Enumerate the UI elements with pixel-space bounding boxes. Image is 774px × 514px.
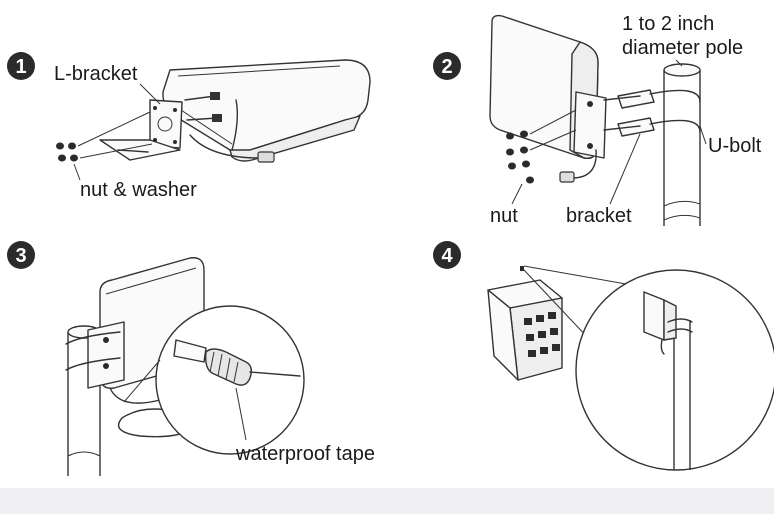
- step-2-badge: [433, 52, 461, 80]
- step-3-zoomed-connector: [173, 339, 301, 386]
- step-3-panel: 3 waterproof tape: [7, 241, 375, 476]
- step-2-pole-label-line2: diameter pole: [622, 37, 743, 59]
- step-2-bracket-label: bracket: [566, 205, 632, 227]
- step-3-number: 3: [15, 245, 26, 267]
- step-2-cable: [571, 149, 597, 179]
- step-3-bracket: [87, 321, 125, 389]
- step-1-nut-washers: [56, 111, 153, 162]
- step-3-u-bolt: [65, 331, 121, 345]
- step-4-badge: [433, 241, 461, 269]
- step-1-nut-washer-label: nut & washer: [80, 179, 197, 201]
- step-4-antenna: [643, 291, 693, 355]
- step-1-l-bracket: [99, 99, 183, 161]
- step-2-number: 2: [441, 56, 452, 78]
- step-2-nuts: [506, 109, 577, 184]
- footer-band: [0, 488, 774, 514]
- step-2-u-bolts: [603, 89, 701, 137]
- step-2-pole-label-line1: 1 to 2 inch: [622, 13, 714, 35]
- step-2-pole: [663, 63, 701, 226]
- step-1-cable: [189, 134, 261, 159]
- step-4-magnifier: [575, 269, 774, 471]
- step-1-number: 1: [15, 56, 26, 78]
- step-4-building: [487, 266, 563, 381]
- step-1-antenna: [162, 59, 371, 162]
- installation-diagram: 1: [7, 13, 774, 476]
- step-1-l-bracket-label: L-bracket: [54, 63, 138, 85]
- step-3-magnifier-leader: [123, 359, 161, 403]
- step-4-panel: 4: [433, 241, 774, 471]
- step-2-panel: 2: [433, 13, 762, 227]
- step-1-panel: 1: [7, 52, 371, 201]
- step-2-connector: [559, 171, 575, 183]
- step-2-bracket-plate: [573, 91, 607, 159]
- step-2-nut-label: nut: [490, 205, 518, 227]
- step-4-pole: [673, 320, 691, 470]
- step-3-badge: [7, 241, 35, 269]
- step-3-u-bolt: [65, 357, 121, 371]
- step-1-bolt-head: [210, 92, 220, 100]
- step-1-badge: [7, 52, 35, 80]
- step-1-nut-leader: [73, 163, 81, 181]
- step-1-connector: [257, 151, 275, 163]
- step-1-bolt-head: [212, 114, 222, 122]
- step-2-u-bolt-label: U-bolt: [708, 135, 762, 157]
- step-1-bracket-leader: [139, 83, 161, 105]
- step-3-waterproof-tape-label: waterproof tape: [235, 443, 375, 465]
- step-4-number: 4: [441, 245, 453, 267]
- step-4-zoom-line: [523, 269, 591, 341]
